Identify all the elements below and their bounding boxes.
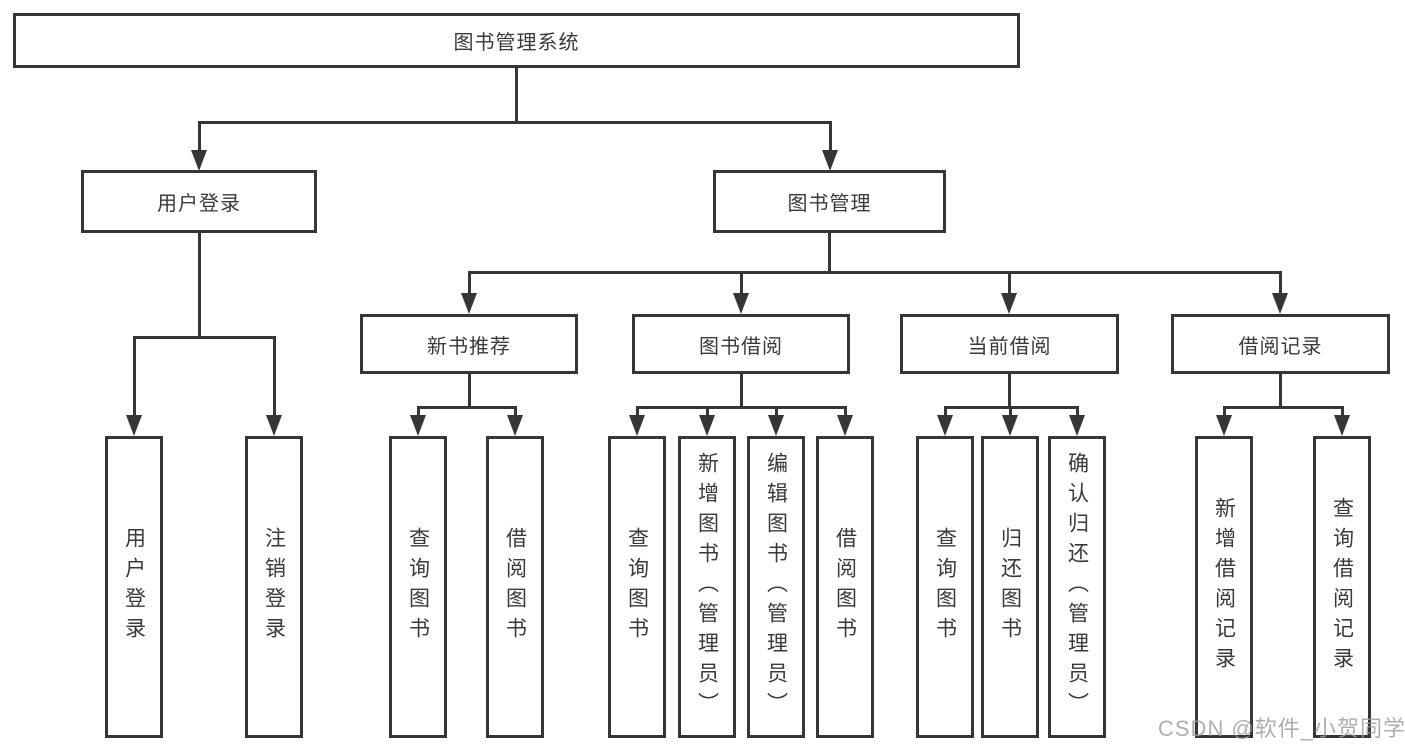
leaf-borrow-borrow-book: 借阅图书	[816, 436, 874, 738]
arrowhead-down-icon	[1272, 293, 1288, 314]
node-user-login: 用户登录	[81, 170, 317, 233]
leaf-query-borrow-record: 查询借阅记录	[1313, 436, 1371, 738]
arrowhead-down-icon	[629, 415, 645, 436]
connector-vline	[417, 406, 420, 418]
connector-vline	[198, 233, 201, 339]
arrowhead-down-icon	[1216, 415, 1232, 436]
arrowhead-down-icon	[266, 415, 282, 436]
connector-hline	[134, 336, 275, 339]
node-borrow-record: 借阅记录	[1171, 314, 1390, 374]
connector-vline	[1341, 406, 1344, 418]
arrowhead-down-icon	[1001, 293, 1017, 314]
arrowhead-down-icon	[937, 415, 953, 436]
arrowhead-down-icon	[191, 150, 207, 171]
node-root: 图书管理系统	[13, 13, 1020, 68]
leaf-borrow-query-book: 查询图书	[608, 436, 666, 738]
arrowhead-down-icon	[768, 415, 784, 436]
connector-vline	[1223, 406, 1226, 418]
connector-vline	[828, 233, 831, 274]
connector-vline	[133, 336, 136, 418]
connector-vline	[1076, 406, 1079, 418]
connector-vline	[1008, 374, 1011, 409]
arrowhead-down-icon	[410, 415, 426, 436]
arrowhead-down-icon	[1069, 415, 1085, 436]
leaf-confirm-return-admin: 确认归还（管理员）	[1048, 436, 1106, 738]
arrowhead-down-icon	[1002, 415, 1018, 436]
leaf-recommend-query-book: 查询图书	[389, 436, 447, 738]
leaf-current-query-book: 查询图书	[916, 436, 974, 738]
connector-vline	[273, 336, 276, 418]
node-current-borrow: 当前借阅	[900, 314, 1119, 374]
connector-vline	[944, 406, 947, 418]
connector-vline	[515, 68, 518, 124]
node-book-management: 图书管理	[713, 170, 946, 233]
arrowhead-down-icon	[699, 415, 715, 436]
csdn-watermark: CSDN @软件_小贺同学	[1158, 716, 1405, 741]
connector-vline	[198, 121, 201, 153]
connector-hline	[469, 271, 1282, 274]
leaf-return-book: 归还图书	[981, 436, 1039, 738]
connector-vline	[740, 271, 743, 296]
connector-vline	[706, 406, 709, 418]
connector-vline	[1279, 271, 1282, 296]
connector-vline	[775, 406, 778, 418]
connector-hline	[637, 406, 846, 409]
leaf-edit-book-admin: 编辑图书（管理员）	[747, 436, 805, 738]
connector-vline	[514, 406, 517, 418]
connector-hline	[418, 406, 516, 409]
connector-hline	[1224, 406, 1342, 409]
leaf-user-login: 用户登录	[105, 436, 163, 738]
connector-vline	[844, 406, 847, 418]
node-new-book-recommend: 新书推荐	[360, 314, 578, 374]
leaf-recommend-borrow-book: 借阅图书	[486, 436, 544, 738]
connector-vline	[1008, 271, 1011, 296]
connector-vline	[468, 374, 471, 409]
arrowhead-down-icon	[837, 415, 853, 436]
connector-hline	[199, 121, 831, 124]
connector-vline	[1279, 374, 1282, 409]
connector-vline	[636, 406, 639, 418]
connector-vline	[468, 271, 471, 296]
leaf-logout: 注销登录	[245, 436, 303, 738]
arrowhead-down-icon	[733, 293, 749, 314]
node-book-borrow: 图书借阅	[632, 314, 850, 374]
connector-vline	[1009, 406, 1012, 418]
arrowhead-down-icon	[507, 415, 523, 436]
arrowhead-down-icon	[822, 150, 838, 171]
arrowhead-down-icon	[461, 293, 477, 314]
leaf-add-borrow-record: 新增借阅记录	[1195, 436, 1253, 738]
leaf-add-book-admin: 新增图书（管理员）	[678, 436, 736, 738]
connector-vline	[740, 374, 743, 409]
arrowhead-down-icon	[126, 415, 142, 436]
arrowhead-down-icon	[1334, 415, 1350, 436]
connector-vline	[829, 121, 832, 153]
